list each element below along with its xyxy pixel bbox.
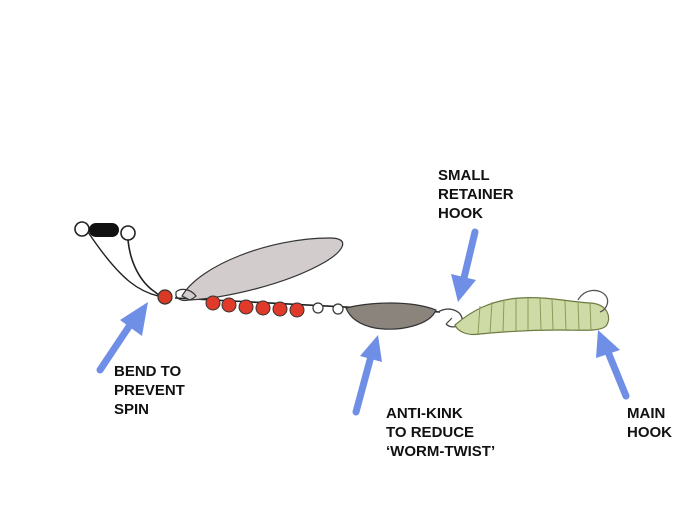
label-bend-to-prevent-spin: BEND TO PREVENT SPIN [114,362,185,419]
bead-string [157,289,344,318]
fishing-line-upper [87,231,159,297]
spinner-blade-icon [175,237,344,302]
worm-bait-icon [454,297,610,336]
retainer-hook-icon [437,308,463,328]
arrow-icon-mainhook [596,330,630,400]
bead-icon [205,295,221,311]
bead-icon [221,297,237,313]
bead-icon [289,302,305,318]
anti-kink-weight-icon [345,302,437,330]
label-line: MAIN [627,405,666,422]
label-line: SMALL [438,167,490,184]
label-anti-kink: ANTI-KINK TO REDUCE ‘WORM-TWIST’ [386,404,495,461]
label-line: HOOK [627,424,672,441]
arrow-icon-bend [96,302,148,374]
label-line: ANTI-KINK [386,405,463,422]
swivel-icon [74,221,136,241]
arrow-icon-antikink [352,335,382,416]
bead-icon [255,300,271,316]
hook-icon [577,289,609,313]
label-small-retainer-hook: SMALL RETAINER HOOK [438,166,514,223]
label-line: TO REDUCE [386,424,475,441]
label-line: RETAINER [438,186,514,203]
arrow-icon-retainer [451,228,479,302]
label-line: HOOK [438,205,483,222]
bead-icon [157,289,173,305]
label-line: SPIN [114,401,150,418]
bead-icon [238,299,254,315]
label-line: PREVENT [114,382,185,399]
label-line: BEND TO [114,363,182,380]
label-main-hook: MAIN HOOK [627,404,672,442]
label-line: ‘WORM-TWIST’ [386,443,496,460]
bead-icon [272,301,288,317]
